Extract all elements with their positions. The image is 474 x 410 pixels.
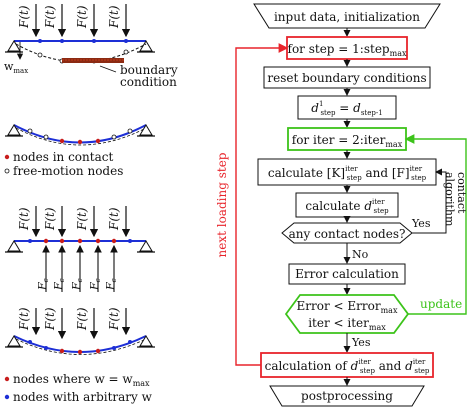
- wmax-label: wmax: [4, 60, 28, 75]
- contact-node: [59, 138, 65, 144]
- support-right: [137, 335, 155, 348]
- legend-free-dot: [4, 168, 10, 174]
- panel-2-contact-nodes: nodes in contact free-motion nodes: [4, 124, 155, 178]
- legend-wmax: nodes where w = wmax: [13, 372, 150, 388]
- force-label: F(t): [107, 307, 121, 331]
- support-right: [137, 124, 155, 137]
- contact-force-labels: Fc Fc Fc Fc Fc: [36, 278, 118, 291]
- support-right: [137, 40, 155, 53]
- force-label: F(t): [107, 207, 121, 231]
- condition-label: condition: [120, 75, 177, 89]
- force-label: F(t): [17, 5, 31, 29]
- label-next-loading-step: next loading step: [215, 152, 229, 257]
- contact-node: [95, 138, 101, 144]
- free-node: [111, 134, 117, 140]
- legend-free: free-motion nodes: [13, 164, 123, 178]
- free-node: [127, 128, 133, 134]
- loop-iter-text: for iter = 2:itermax: [292, 133, 403, 149]
- boundary-label: boundary: [120, 63, 178, 77]
- node: [124, 39, 128, 43]
- contact-node: [77, 139, 83, 145]
- algorithm-label: algorithm: [443, 172, 456, 227]
- decision-contact-text: any contact nodes?: [289, 227, 406, 241]
- free-node: [27, 128, 33, 134]
- legend-contact-dot: [4, 154, 10, 160]
- force-label: F(t): [107, 5, 121, 29]
- label-yes-2: Yes: [351, 336, 371, 349]
- contact-algorithm-label: contact algorithm: [437, 172, 468, 232]
- support-left: [5, 335, 23, 348]
- svg-text:Fc: Fc: [88, 278, 102, 291]
- force-label: F(t): [43, 207, 57, 231]
- force-label: F(t): [17, 307, 31, 331]
- decision-error-line2: iter < itermax: [308, 316, 386, 332]
- force-label: F(t): [43, 307, 57, 331]
- force-label: F(t): [75, 5, 89, 29]
- force-arrows: [31, 308, 131, 340]
- contact-force-arrows: [42, 244, 118, 292]
- update-loop: [404, 134, 467, 315]
- panel-4-wmax-nodes: F(t) F(t) F(t) F(t) nodes where w = wmax…: [4, 307, 155, 404]
- end-node: [269, 385, 425, 407]
- panel-3-contact-forces: F(t) F(t) F(t) F(t) Fc Fc Fc: [5, 206, 155, 292]
- contact-label: contact: [455, 172, 468, 214]
- force-label: F(t): [75, 307, 89, 331]
- support-left: [5, 124, 23, 137]
- contact-yes-loop: [412, 168, 447, 234]
- svg-text:Fc: Fc: [104, 278, 118, 291]
- force-label: F(t): [43, 5, 57, 29]
- label-no: No: [352, 248, 369, 261]
- legend-arbitrary: nodes with arbitrary w: [13, 390, 153, 404]
- node: [92, 39, 96, 43]
- free-node: [37, 52, 43, 58]
- panel-1-boundary-condition: F(t) F(t) F(t) F(t) wmax b: [4, 4, 178, 89]
- label-update: update: [420, 297, 462, 311]
- node: [60, 39, 64, 43]
- reset-text: reset boundary conditions: [267, 71, 426, 85]
- support-right: [137, 240, 155, 253]
- free-node: [43, 134, 49, 140]
- force-labels: F(t) F(t) F(t) F(t): [17, 5, 121, 29]
- node: [38, 39, 42, 43]
- force-label: F(t): [17, 207, 31, 231]
- support-left: [5, 240, 23, 253]
- svg-text:Fc: Fc: [70, 278, 84, 291]
- end-text: postprocessing: [301, 389, 393, 403]
- legend-arbitrary-dot: [4, 394, 10, 400]
- calc-d-box: [295, 192, 399, 218]
- svg-text:Fc: Fc: [52, 278, 66, 291]
- label-yes: Yes: [411, 217, 431, 230]
- force-arrows: [31, 4, 131, 38]
- legend-wmax-dot: [4, 376, 10, 382]
- start-node: [253, 3, 441, 29]
- next-step-loop: [235, 43, 289, 366]
- legend-contact: nodes in contact: [13, 150, 113, 164]
- flowchart: input data, initialization for step = 1:…: [215, 3, 467, 407]
- decision-error-line1: Error < Errormax: [297, 299, 398, 315]
- force-label: F(t): [75, 207, 89, 231]
- svg-text:Fc: Fc: [36, 278, 50, 291]
- loop-step-text: for step = 1:stepmax: [288, 42, 407, 58]
- free-node: [123, 49, 129, 55]
- deformed-beam: [13, 335, 147, 353]
- start-text: input data, initialization: [274, 10, 420, 24]
- force-arrows: [31, 206, 131, 238]
- error-calc-text: Error calculation: [295, 267, 399, 281]
